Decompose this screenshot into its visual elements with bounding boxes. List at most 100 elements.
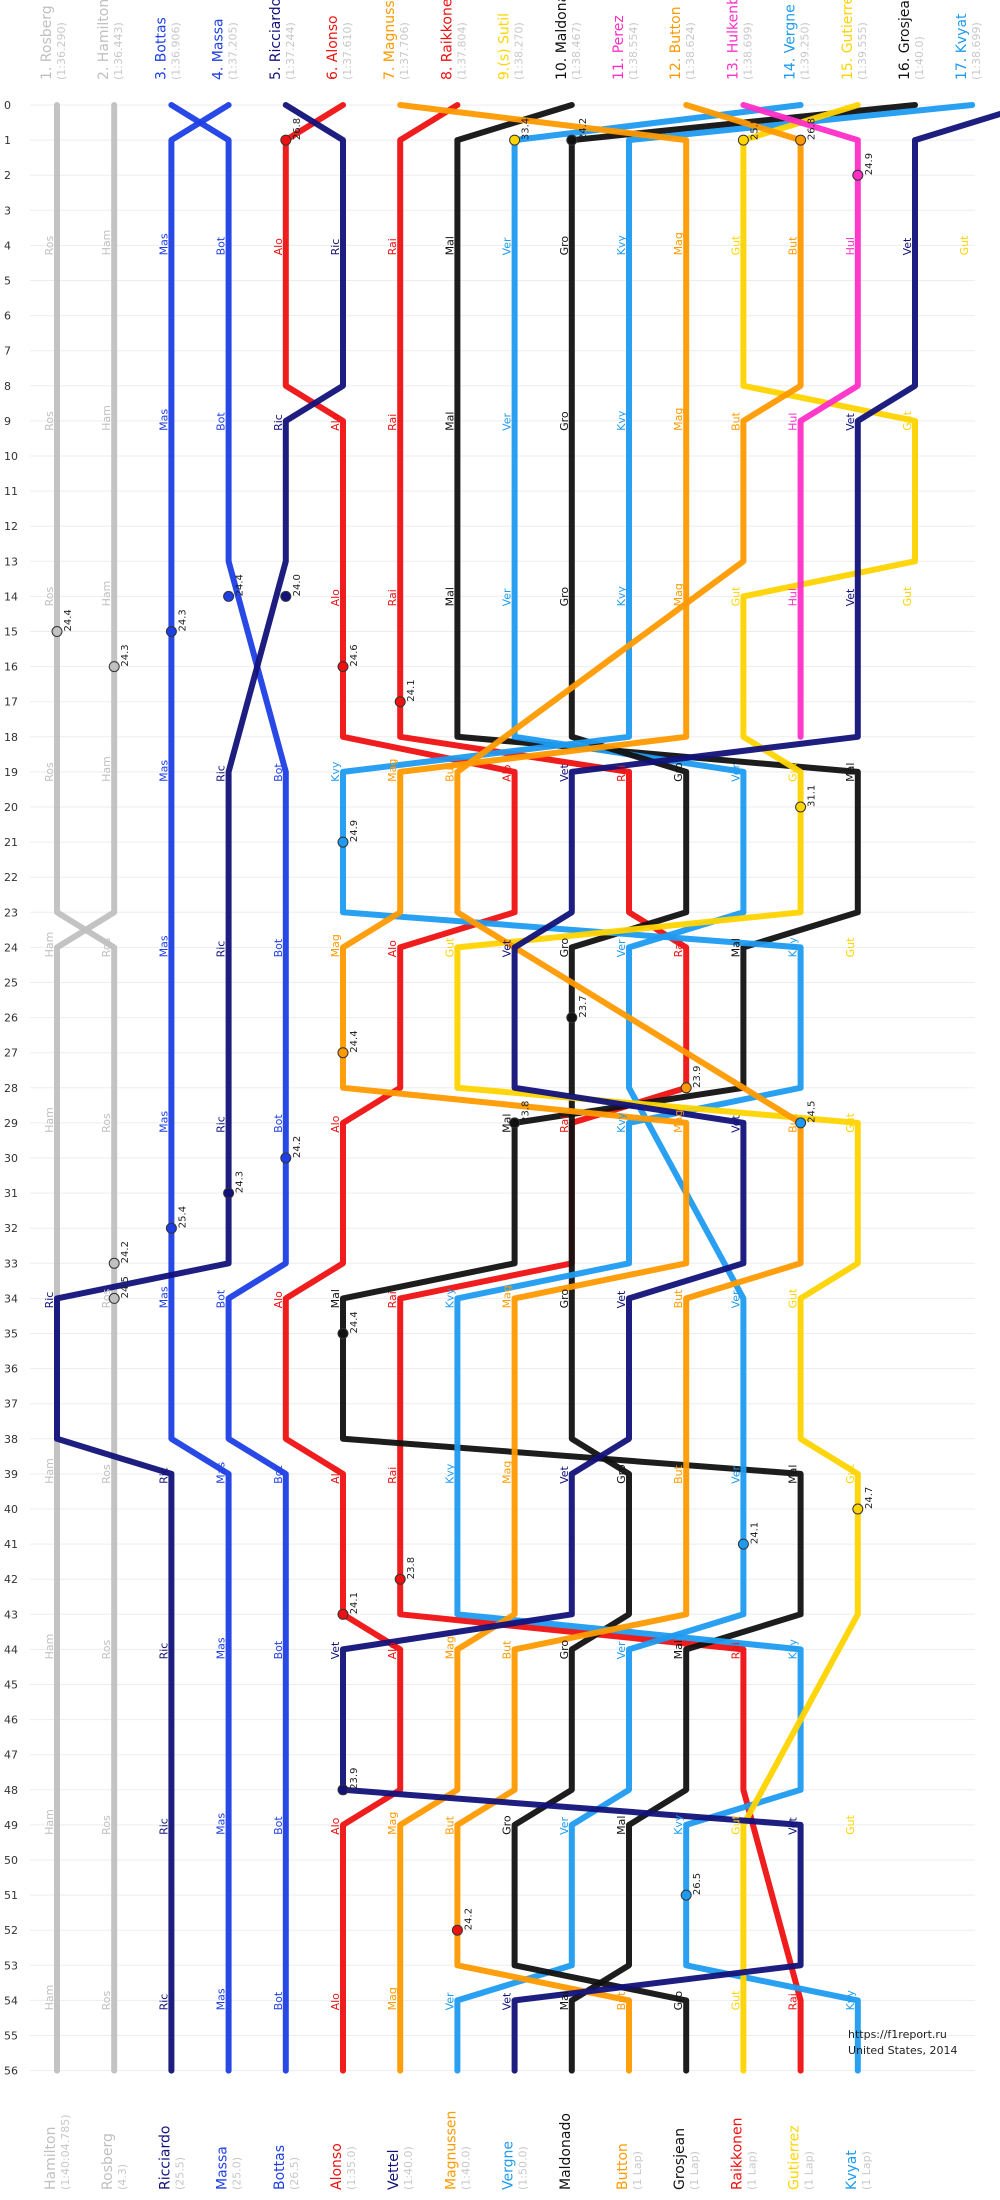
lap-number: 36 bbox=[4, 1363, 18, 1376]
position-abbr: Vet bbox=[501, 939, 514, 957]
grid-qualifying-time: (1:38.270) bbox=[513, 22, 526, 80]
grid-driver-name: 12. Button bbox=[668, 6, 684, 80]
position-abbr: Ric bbox=[157, 1818, 170, 1835]
position-abbr: Mag bbox=[501, 1461, 514, 1484]
position-abbr: Vet bbox=[787, 1816, 800, 1834]
pit-stop-time: 24.4 bbox=[349, 1030, 360, 1052]
position-abbr: Alo bbox=[386, 1642, 399, 1660]
lap-number: 14 bbox=[4, 590, 18, 603]
position-abbr: Alo bbox=[329, 589, 342, 607]
position-abbr: Rai bbox=[787, 1993, 800, 2010]
position-abbr: Kvy bbox=[787, 937, 800, 958]
finish-gap: (4.3) bbox=[116, 2164, 129, 2190]
pit-stop-time: 24.2 bbox=[578, 118, 589, 140]
position-abbr: Ric bbox=[157, 1994, 170, 2011]
finish-driver-name: Hamilton bbox=[43, 2127, 59, 2190]
pit-stop-time: 24.1 bbox=[349, 1592, 360, 1614]
finish-driver-name: Bottas bbox=[272, 2145, 288, 2190]
finish-driver-name: Alonso bbox=[329, 2143, 345, 2190]
lap-number: 15 bbox=[4, 626, 18, 639]
position-abbr: Mag bbox=[672, 1110, 685, 1133]
lap-number: 54 bbox=[4, 1994, 18, 2007]
position-abbr: Mal bbox=[558, 1991, 571, 2010]
position-abbr: Bot bbox=[272, 1114, 285, 1133]
grid-driver-name: 6. Alonso bbox=[325, 15, 341, 80]
position-abbr: Gro bbox=[558, 236, 571, 256]
grid-driver-name: 15. Gutierrez bbox=[840, 0, 856, 80]
grid-qualifying-time: (1:38.554) bbox=[627, 22, 640, 80]
pit-stop-marker bbox=[795, 1117, 807, 1129]
finish-driver-name: Rosberg bbox=[100, 2133, 116, 2190]
position-abbr: Mas bbox=[215, 1462, 228, 1484]
lap-number: 33 bbox=[4, 1257, 18, 1270]
lap-number: 53 bbox=[4, 1959, 18, 1972]
finish-gap: (25.0) bbox=[231, 2157, 244, 2190]
pit-stop-time: 26.5 bbox=[692, 1873, 703, 1895]
position-abbr: Mal bbox=[443, 587, 456, 606]
position-abbr: But bbox=[615, 1991, 628, 2011]
grid-driver-name: 13. Hulkenberg bbox=[725, 0, 741, 80]
pit-stop-marker bbox=[795, 134, 807, 146]
pit-stop-marker bbox=[509, 134, 521, 146]
position-abbr: Mal bbox=[501, 1114, 514, 1133]
lap-number: 9 bbox=[4, 415, 11, 428]
finish-gap: (1:40:04.785) bbox=[59, 2115, 72, 2190]
pit-stop-marker bbox=[566, 1012, 578, 1024]
pit-stop-time: 24.5 bbox=[807, 1101, 818, 1123]
lap-number: 38 bbox=[4, 1433, 18, 1446]
position-abbr: Gut bbox=[729, 1814, 742, 1834]
position-abbr: Ros bbox=[43, 236, 56, 256]
position-abbr: Mag bbox=[443, 1636, 456, 1659]
position-abbr: Ros bbox=[100, 1640, 113, 1660]
position-abbr: Mal bbox=[443, 236, 456, 255]
position-abbr: Kvy bbox=[615, 1112, 628, 1133]
position-abbr: Ver bbox=[729, 1465, 742, 1483]
pit-stop-marker bbox=[337, 1328, 349, 1339]
grid-qualifying-time: (1:36.290) bbox=[55, 22, 68, 80]
pit-stop-time: 24.2 bbox=[120, 1241, 131, 1263]
position-abbr: But bbox=[443, 762, 456, 782]
position-abbr: Mag bbox=[672, 583, 685, 606]
lap-number: 48 bbox=[4, 1784, 18, 1797]
position-abbr: Rai bbox=[558, 1116, 571, 1133]
grid-driver-name: 8. Raikkonen bbox=[439, 0, 455, 80]
grid-qualifying-time: (1:37.610) bbox=[341, 22, 354, 80]
pit-stop-marker bbox=[223, 1187, 235, 1199]
position-abbr: Rai bbox=[729, 1642, 742, 1659]
position-abbr: Ver bbox=[615, 1641, 628, 1659]
credit-url: https://f1report.ru bbox=[848, 2028, 947, 2041]
position-abbr: Kvy bbox=[443, 1463, 456, 1484]
driver-line-grosjean bbox=[511, 102, 918, 2074]
position-abbr: But bbox=[672, 1464, 685, 1484]
pit-stop-time: 26.8 bbox=[292, 118, 303, 140]
position-abbr: Ham bbox=[43, 1634, 56, 1660]
finish-driver-name: Gutierrez bbox=[787, 2125, 803, 2190]
position-abbr: Vet bbox=[844, 588, 857, 606]
finish-driver-name: Raikkonen bbox=[729, 2117, 745, 2190]
position-abbr: But bbox=[787, 236, 800, 256]
grid-driver-name: 17. Kvyat bbox=[954, 13, 970, 80]
position-abbr: Vet bbox=[844, 412, 857, 430]
grid-qualifying-time: (1:36.906) bbox=[169, 22, 182, 80]
position-abbr: Ric bbox=[215, 1116, 228, 1133]
lap-number: 42 bbox=[4, 1573, 18, 1586]
pit-stop-marker bbox=[165, 1222, 177, 1234]
driver-line-vettel bbox=[340, 110, 1000, 2074]
grid-driver-name: 2. Hamilton bbox=[96, 0, 112, 80]
grid-driver-name: 9.(s) Sutil bbox=[497, 13, 513, 80]
lap-number: 35 bbox=[4, 1328, 18, 1341]
position-abbr: Rai bbox=[386, 589, 399, 606]
grid-driver-name: 14. Vergne bbox=[783, 4, 799, 80]
grid-driver-name: 3. Bottas bbox=[153, 17, 169, 80]
grid-driver-name: 1. Rosberg bbox=[39, 5, 55, 80]
finish-driver-name: Vettel bbox=[386, 2149, 402, 2190]
position-abbr: Ver bbox=[443, 1992, 456, 2010]
position-abbr: Ric bbox=[329, 239, 342, 256]
position-abbr: Mas bbox=[157, 1286, 170, 1308]
driver-line-rosberg bbox=[54, 102, 118, 2074]
position-abbr: Mal bbox=[329, 1289, 342, 1308]
position-abbr: Gro bbox=[558, 411, 571, 431]
position-abbr: Alo bbox=[272, 238, 285, 256]
grid-qualifying-time: (1:39.250) bbox=[799, 22, 812, 80]
